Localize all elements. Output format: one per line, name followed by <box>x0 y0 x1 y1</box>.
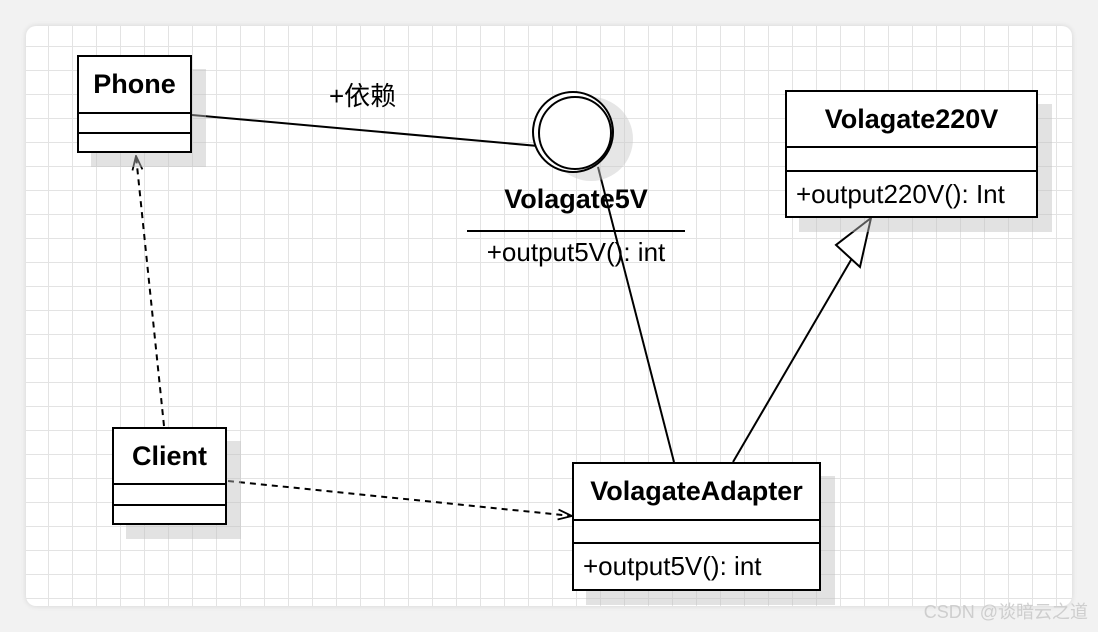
class-volagateadapter[interactable]: VolagateAdapter +output5V(): int <box>572 462 821 591</box>
connectors-layer <box>26 91 873 606</box>
interface-volagate5v-operation: +output5V(): int <box>486 237 666 267</box>
interface-volagate5v-name: Volagate5V <box>504 184 648 214</box>
diagram-canvas: Phone Client Volagate220V +output220V():… <box>26 26 1072 606</box>
class-volagateadapter-name: VolagateAdapter <box>574 464 819 521</box>
class-volagateadapter-operation: +output5V(): int <box>583 551 762 581</box>
class-client-operations <box>114 506 225 523</box>
csdn-watermark: CSDN @谈暗云之道 <box>923 602 1088 622</box>
class-volagateadapter-attributes <box>574 521 819 544</box>
class-phone-attributes <box>79 114 190 134</box>
dependency-label: +依赖 <box>329 81 397 111</box>
class-phone-name: Phone <box>79 57 190 114</box>
class-volagate220v-name: Volagate220V <box>787 92 1036 148</box>
class-volagate220v-attributes <box>787 148 1036 172</box>
class-phone[interactable]: Phone <box>77 55 192 153</box>
class-phone-operations <box>79 134 190 151</box>
class-volagate220v-operation: +output220V(): Int <box>796 178 1005 209</box>
class-client-attributes <box>114 485 225 506</box>
interface-lollipop-inner <box>538 96 612 170</box>
class-volagate220v[interactable]: Volagate220V +output220V(): Int <box>785 90 1038 218</box>
client-phone-dependency <box>136 156 165 427</box>
client-adapter-dependency <box>227 480 572 516</box>
adapter-generalization-line <box>732 247 859 463</box>
class-client[interactable]: Client <box>112 427 227 525</box>
phone-interface-association <box>191 114 539 147</box>
adapter-interface-realization <box>597 166 675 463</box>
generalization-arrowhead <box>834 215 873 269</box>
class-client-name: Client <box>114 429 225 485</box>
